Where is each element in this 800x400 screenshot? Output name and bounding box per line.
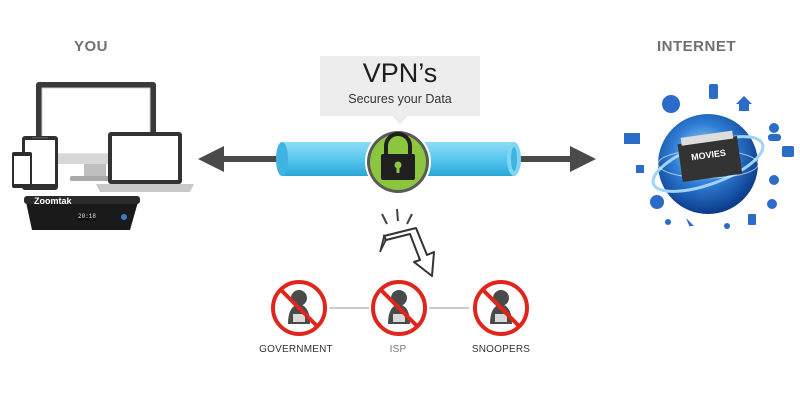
at-icon	[650, 195, 664, 209]
document-icon	[748, 214, 756, 225]
box-brand-text: Zoomtak	[34, 196, 72, 206]
left-arrow-icon	[198, 146, 282, 172]
snoopers-label: SNOOPERS	[471, 344, 531, 355]
blocked-snoopers-icon	[473, 280, 529, 336]
vpn-callout-title: VPN’s	[362, 58, 438, 88]
dot-icon	[665, 219, 671, 225]
deflected-arrow-icon	[379, 208, 435, 277]
users-icon	[769, 123, 779, 133]
globe-small-icon	[662, 95, 680, 113]
lock-small-icon	[636, 165, 644, 173]
globe-mini-icon	[767, 199, 777, 209]
cursor-icon	[686, 218, 694, 230]
movie-clapper-icon	[677, 130, 743, 183]
settings-icon	[769, 175, 779, 185]
at-small-icon	[724, 223, 730, 229]
home-icon	[736, 96, 752, 104]
tv-box-icon	[24, 196, 140, 230]
blocked-government-icon	[271, 280, 327, 336]
mobile-icon	[709, 84, 718, 99]
blocked-isp-icon	[371, 280, 427, 336]
mail-icon	[624, 133, 640, 144]
government-label: GOVERNMENT	[259, 344, 333, 355]
laptop-icon	[96, 132, 194, 192]
right-arrow-icon	[514, 146, 596, 172]
chat-icon	[782, 146, 794, 157]
you-label: YOU	[74, 38, 109, 55]
box-display-text: 20:18	[78, 213, 97, 220]
vpn-callout-box	[320, 56, 480, 116]
phone-icon	[12, 152, 32, 188]
vpn-callout-subtitle: Secures your Data	[348, 92, 452, 106]
internet-label: INTERNET	[657, 38, 736, 55]
isp-label: ISP	[389, 344, 407, 355]
vpn-callout-pointer	[392, 116, 408, 124]
padlock-icon	[365, 129, 431, 195]
